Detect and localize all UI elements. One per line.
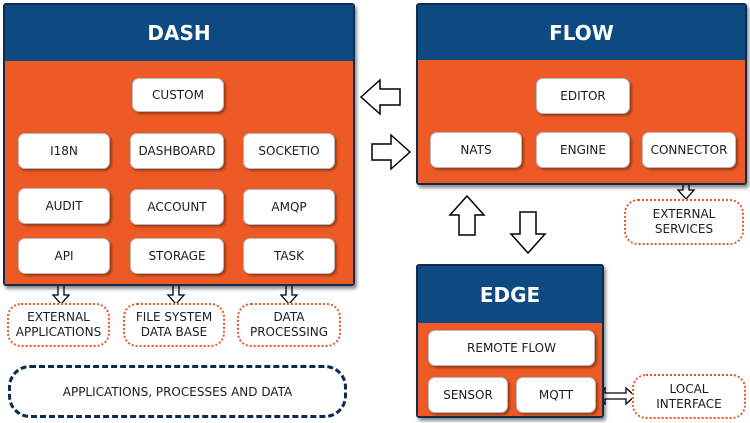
flow-header: FLOW (418, 5, 745, 60)
arrow-flow-to-dash (359, 78, 401, 116)
dash-header: DASH (5, 5, 353, 61)
module-amqp[interactable]: AMQP (243, 189, 335, 225)
legend-label: APPLICATIONS, PROCESSES AND DATA (62, 384, 293, 399)
local-interface-label: LOCAL INTERFACE (656, 381, 722, 411)
flow-panel: FLOW EDITOR NATS ENGINE CONNECTOR (416, 3, 747, 185)
module-remote-flow[interactable]: REMOTE FLOW (428, 330, 595, 366)
edge-header: EDGE (418, 266, 602, 323)
external-applications[interactable]: EXTERNAL APPLICATIONS (7, 303, 110, 347)
module-api[interactable]: API (18, 238, 110, 274)
dash-panel: DASH CUSTOM I18N DASHBOARD SOCKETIO AUDI… (3, 3, 355, 286)
module-dashboard[interactable]: DASHBOARD (130, 133, 224, 169)
external-services-label: EXTERNAL SERVICES (652, 207, 716, 236)
module-audit[interactable]: AUDIT (18, 188, 110, 224)
dash-title: DASH (147, 21, 211, 45)
edge-panel: EDGE REMOTE FLOW SENSOR MQTT (416, 264, 604, 418)
module-i18n[interactable]: I18N (18, 133, 110, 169)
external-processing-label: DATA PROCESSING (249, 310, 329, 339)
external-applications-label: EXTERNAL APPLICATIONS (15, 310, 102, 339)
arrow-dash-to-flow (371, 133, 412, 171)
local-interface[interactable]: LOCAL INTERFACE (632, 374, 746, 419)
edge-title: EDGE (479, 282, 541, 307)
module-nats[interactable]: NATS (430, 132, 522, 168)
legend-applications-processes-data: APPLICATIONS, PROCESSES AND DATA (8, 365, 347, 418)
module-mqtt[interactable]: MQTT (516, 377, 596, 413)
module-account[interactable]: ACCOUNT (130, 189, 224, 225)
flow-title: FLOW (549, 20, 614, 45)
external-filesystem-database[interactable]: FILE SYSTEM DATA BASE (123, 303, 225, 347)
module-task[interactable]: TASK (243, 238, 335, 274)
external-data-processing[interactable]: DATA PROCESSING (237, 303, 341, 347)
module-storage[interactable]: STORAGE (130, 238, 224, 274)
external-services[interactable]: EXTERNAL SERVICES (624, 199, 744, 245)
external-filesystem-label: FILE SYSTEM DATA BASE (135, 310, 213, 339)
module-engine[interactable]: ENGINE (536, 132, 630, 168)
module-sensor[interactable]: SENSOR (428, 377, 508, 413)
arrow-flow-to-edge (509, 211, 547, 255)
module-connector[interactable]: CONNECTOR (642, 132, 736, 168)
arrow-edge-to-flow (448, 194, 486, 236)
module-socketio[interactable]: SOCKETIO (243, 133, 335, 169)
module-custom[interactable]: CUSTOM (132, 78, 224, 112)
module-editor[interactable]: EDITOR (536, 78, 630, 114)
